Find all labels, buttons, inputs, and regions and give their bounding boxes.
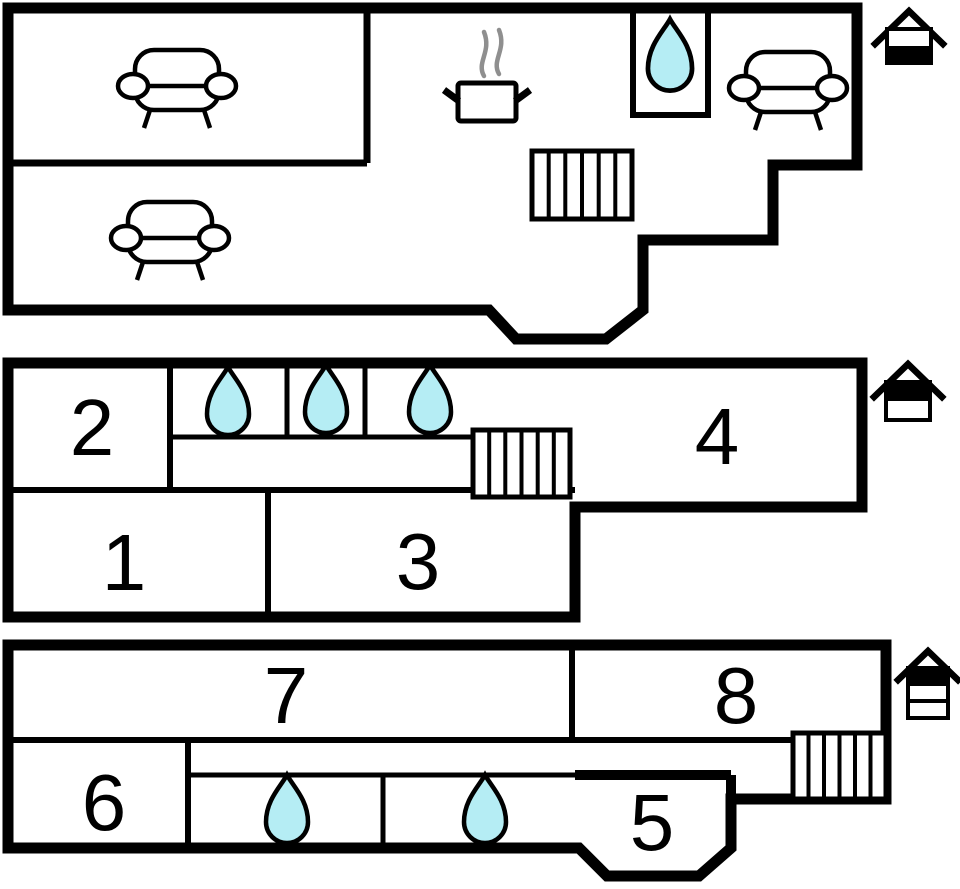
water-drop-icon xyxy=(266,775,308,843)
room-label-5: 5 xyxy=(630,778,675,867)
floor-middle: 1 2 3 4 xyxy=(2,357,947,623)
water-drop-icon xyxy=(409,365,451,433)
stairs-icon xyxy=(790,730,889,802)
room-label-7: 7 xyxy=(264,651,309,740)
water-drop-icon xyxy=(464,775,506,843)
room-label-6: 6 xyxy=(82,758,127,847)
water-drop-icon xyxy=(648,19,692,90)
bathroom-wall xyxy=(630,8,711,118)
steam-icon xyxy=(479,29,489,79)
floor-level-indicator-icon xyxy=(893,646,960,720)
room-label-1: 1 xyxy=(102,518,147,607)
stairs-icon xyxy=(470,427,573,500)
water-drop-icon xyxy=(305,365,347,433)
room-label-8: 8 xyxy=(714,651,759,740)
pot-handle-icon xyxy=(441,87,533,104)
stairs-icon xyxy=(529,148,635,222)
room-label-4: 4 xyxy=(695,392,740,481)
kitchen-area xyxy=(441,27,533,124)
sofa-icon xyxy=(729,52,847,130)
floor-top xyxy=(2,2,948,345)
interior-wall xyxy=(8,8,371,167)
floor-level-indicator-icon xyxy=(869,359,947,422)
cooking-pot-icon xyxy=(455,80,519,124)
outer-wall xyxy=(2,357,868,623)
room-label-3: 3 xyxy=(396,517,441,606)
sofa-icon xyxy=(111,202,229,280)
steam-icon xyxy=(494,27,504,77)
room-label-2: 2 xyxy=(70,383,115,472)
water-drop-icon xyxy=(207,367,249,435)
floor-top-walls xyxy=(2,2,863,345)
outer-wall xyxy=(2,639,892,882)
interior-wall xyxy=(284,363,368,437)
outer-wall xyxy=(2,2,863,345)
floor-bottom-walls xyxy=(2,639,892,882)
floor-bottom: 5 6 7 8 xyxy=(2,639,960,882)
room5-wall xyxy=(575,770,736,800)
sofa-icon xyxy=(118,50,236,128)
floor-level-indicator-icon xyxy=(870,6,948,65)
